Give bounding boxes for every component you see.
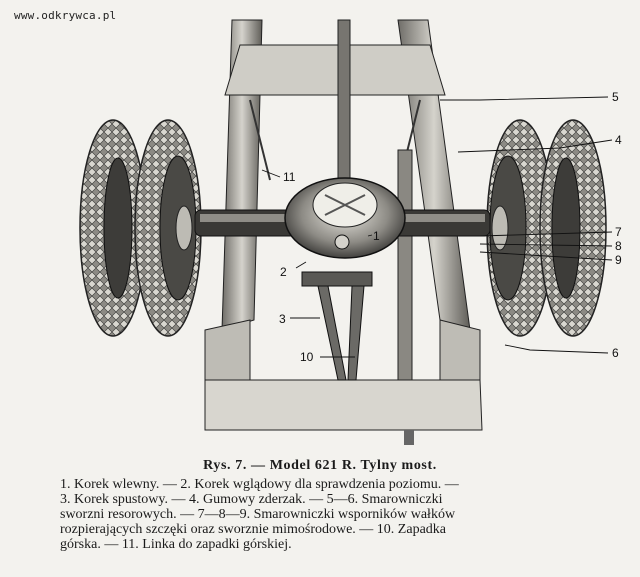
- right-outer-wheel: [539, 119, 607, 337]
- watermark: www.odkrywca.pl: [14, 9, 117, 22]
- chassis-frame: [204, 19, 483, 445]
- callout-10: 10: [300, 350, 314, 364]
- callout-4: 4: [615, 133, 622, 147]
- callout-1: 1: [373, 229, 380, 243]
- callout-7: 7: [615, 225, 622, 239]
- legend-line: sworzni resorowych. — 7—8—9. Smarowniczk…: [60, 507, 456, 522]
- rear-axle-illustration: [79, 19, 613, 445]
- callout-5: 5: [612, 90, 619, 104]
- left-outer-wheel: [79, 119, 147, 337]
- callout-9: 9: [615, 253, 622, 267]
- legend-line: rozpierających szczęki oraz sworznie mim…: [60, 522, 447, 537]
- figure-caption-title: Rys. 7. — Model 621 R. Tylny most.: [203, 458, 437, 473]
- left-inner-wheel: [134, 119, 202, 337]
- callout-3: 3: [279, 312, 286, 326]
- callout-8: 8: [615, 239, 622, 253]
- legend-line: 1. Korek wlewny. — 2. Korek wglądowy dla…: [60, 477, 459, 492]
- hill-holder-arm: [301, 271, 373, 381]
- figure-caption-legend: 1. Korek wlewny. — 2. Korek wglądowy dla…: [60, 477, 635, 552]
- right-inner-wheel: [486, 119, 554, 337]
- callout-2: 2: [280, 265, 287, 279]
- leader-lines: [261, 96, 613, 358]
- callout-6: 6: [612, 346, 619, 360]
- legend-line: górska. — 11. Linka do zapadki górskiej.: [60, 537, 292, 552]
- legend-line: 3. Korek spustowy. — 4. Gumowy zderzak. …: [60, 492, 443, 507]
- axle-housing: [194, 177, 491, 259]
- callout-11: 11: [283, 170, 296, 184]
